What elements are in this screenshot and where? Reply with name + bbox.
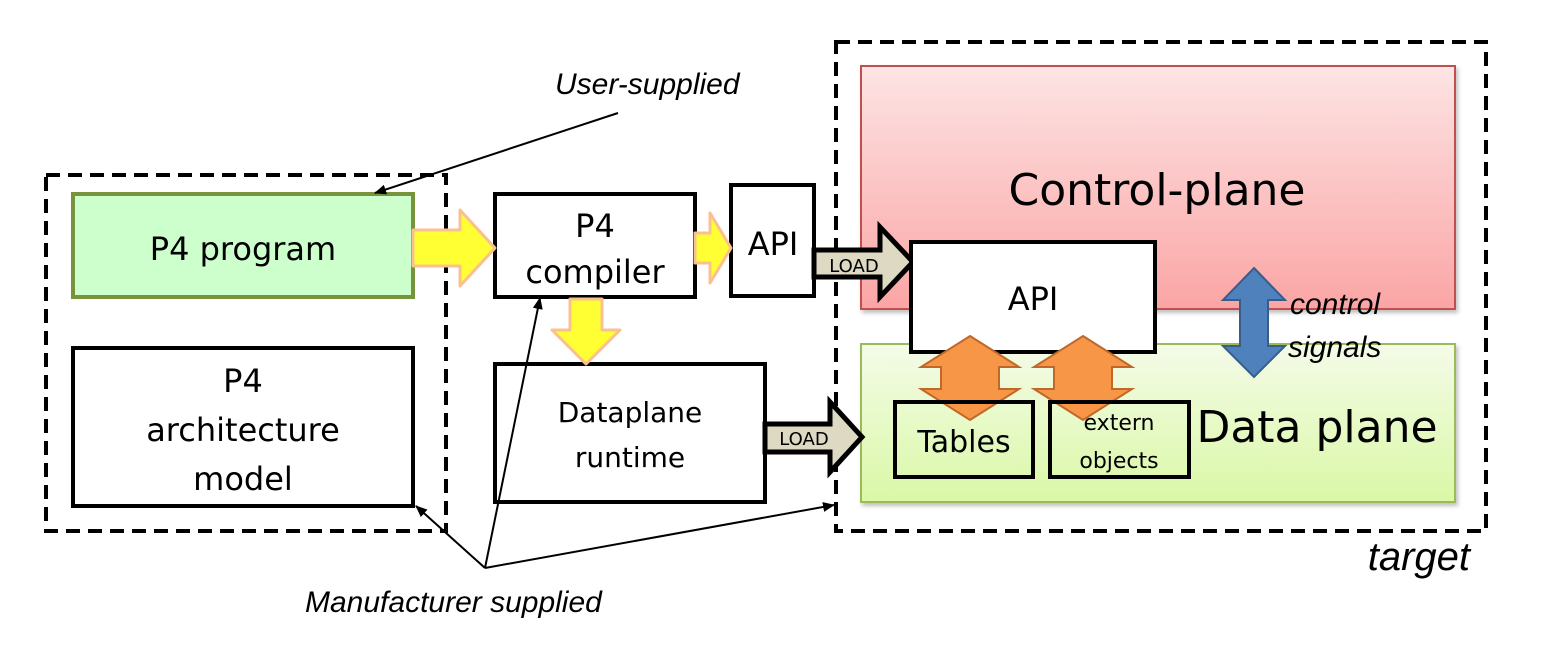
p4-program-box[interactable] [71, 192, 415, 299]
api-left-label: API [748, 225, 799, 263]
manufacturer-pointer-target [484, 502, 835, 569]
dataplane-runtime-box[interactable] [493, 362, 767, 504]
extern-objects-line-2: objects [1079, 449, 1158, 474]
p4-compiler-line-1: P4 [575, 207, 615, 245]
input-group-dashed-border [44, 173, 448, 533]
load-arrow-api [811, 220, 917, 304]
load-arrow-api-label: LOAD [829, 256, 878, 277]
tables-box[interactable] [893, 400, 1035, 479]
extern-objects-line-1: extern [1084, 411, 1155, 436]
api-target-label: API [1008, 280, 1059, 318]
load-arrow-runtime [762, 395, 866, 479]
control-signals-line-1: control [1290, 288, 1381, 321]
extern-objects-box[interactable] [1048, 400, 1191, 479]
control-signals-line-2: signals [1288, 331, 1381, 364]
flow-arrow-compiler-to-runtime [550, 297, 622, 366]
api-box-target[interactable] [909, 240, 1157, 354]
target-dashed-border [834, 40, 1488, 533]
dataplane-runtime-line-2: runtime [575, 441, 685, 474]
manufacturer-supplied-label: Manufacturer supplied [305, 586, 603, 619]
manufacturer-pointer-architecture [415, 505, 486, 569]
load-arrow-runtime-label: LOAD [779, 429, 828, 450]
api-box-left[interactable] [729, 183, 816, 298]
control-plane-region [860, 65, 1456, 310]
bidir-arrow-api-tables [917, 334, 1023, 422]
target-label: target [1368, 535, 1472, 579]
control-plane-label: Control-plane [1009, 165, 1306, 216]
manufacturer-pointer-compiler [484, 297, 543, 569]
user-supplied-pointer [374, 112, 619, 195]
control-signals-arrow [1220, 266, 1288, 379]
p4-compiler-line-2: compiler [525, 253, 665, 291]
flow-arrow-program-to-compiler [411, 208, 497, 288]
p4-architecture-model-line-3: model [193, 460, 293, 498]
dataplane-runtime-line-1: Dataplane [558, 396, 703, 429]
flow-arrow-compiler-to-api [693, 211, 733, 285]
p4-program-label: P4 program [150, 230, 336, 268]
user-supplied-label: User-supplied [555, 68, 741, 101]
tables-label: Tables [916, 425, 1010, 460]
bidir-arrow-api-externs [1030, 334, 1136, 422]
p4-architecture-model-box[interactable] [71, 346, 415, 508]
p4-architecture-model-line-1: P4 [223, 362, 263, 400]
data-plane-label: Data plane [1196, 402, 1437, 453]
p4-architecture-model-line-2: architecture [146, 411, 340, 449]
